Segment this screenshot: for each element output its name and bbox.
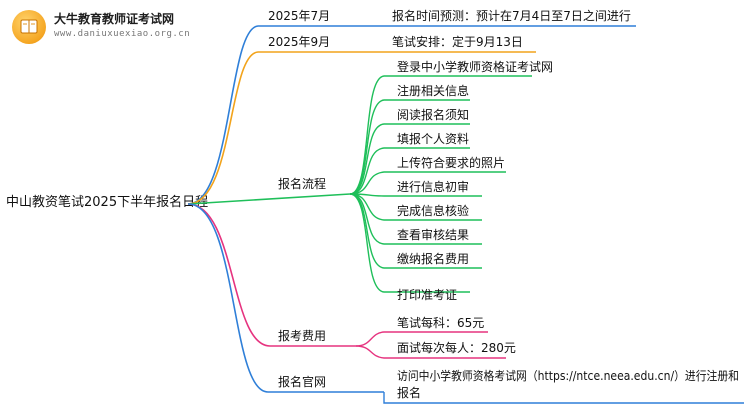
leaf-connector-2-6	[349, 193, 482, 221]
leaf-connector-2-3	[349, 147, 470, 195]
leaf-connector-2-5	[349, 193, 482, 197]
leaf-2-1: 注册相关信息	[397, 83, 469, 98]
branch-connector-3	[187, 203, 356, 347]
leaf-connector-2-1	[349, 99, 470, 195]
leaf-2-3: 填报个人资料	[397, 131, 469, 146]
branch-label-1: 2025年9月	[268, 35, 330, 49]
branch-label-0: 2025年7月	[268, 9, 330, 23]
leaf-2-4: 上传符合要求的照片	[397, 155, 505, 170]
leaf-connector-4-0	[383, 392, 744, 404]
leaf-2-7: 查看审核结果	[397, 227, 469, 242]
leaf-2-5: 进行信息初审	[397, 179, 469, 194]
branch-connector-1	[187, 51, 382, 205]
branch-connector-2	[187, 193, 351, 205]
leaf-2-2: 阅读报名须知	[397, 107, 469, 122]
leaf-2-0: 登录中小学教师资格证考试网	[397, 59, 553, 74]
branch-label-3: 报考费用	[278, 328, 326, 343]
logo-url: www.daniuxuexiao.org.cn	[54, 29, 191, 39]
leaf-4-0: 访问中小学教师资格考试网（https://ntce.neea.edu.cn/）进…	[397, 368, 739, 383]
root-node: 中山教资笔试2025下半年报名日程	[6, 194, 208, 210]
branch-connector-4	[187, 203, 384, 393]
leaf-2-8: 缴纳报名费用	[397, 251, 469, 266]
leaf-connector-2-9	[349, 193, 470, 293]
leaf-connector-3-0	[355, 331, 488, 347]
leaf-1-0: 笔试安排：定于9月13日	[392, 34, 523, 49]
site-logo: 大牛教育教师证考试网 www.daniuxuexiao.org.cn	[12, 8, 212, 48]
leaf-2-6: 完成信息核验	[397, 203, 469, 218]
leaf-connector-2-0	[349, 75, 532, 195]
branch-connector-0	[187, 25, 382, 205]
branch-label-4: 报名官网	[278, 374, 326, 389]
leaf-4-0-cont: 报名	[397, 385, 421, 400]
logo-title: 大牛教育教师证考试网	[54, 12, 175, 26]
leaf-3-0: 笔试每科：65元	[397, 315, 484, 330]
leaf-connector-2-2	[349, 123, 470, 195]
leaf-2-9: 打印准考证	[397, 288, 457, 302]
branch-label-2: 报名流程	[278, 176, 326, 191]
leaf-connector-3-1	[355, 345, 506, 359]
book-logo-icon	[12, 10, 46, 44]
leaf-0-0: 报名时间预测：预计在7月4日至7日之间进行	[392, 8, 631, 23]
leaf-connector-2-4	[349, 171, 506, 195]
leaf-3-1: 面试每次每人：280元	[397, 340, 516, 355]
